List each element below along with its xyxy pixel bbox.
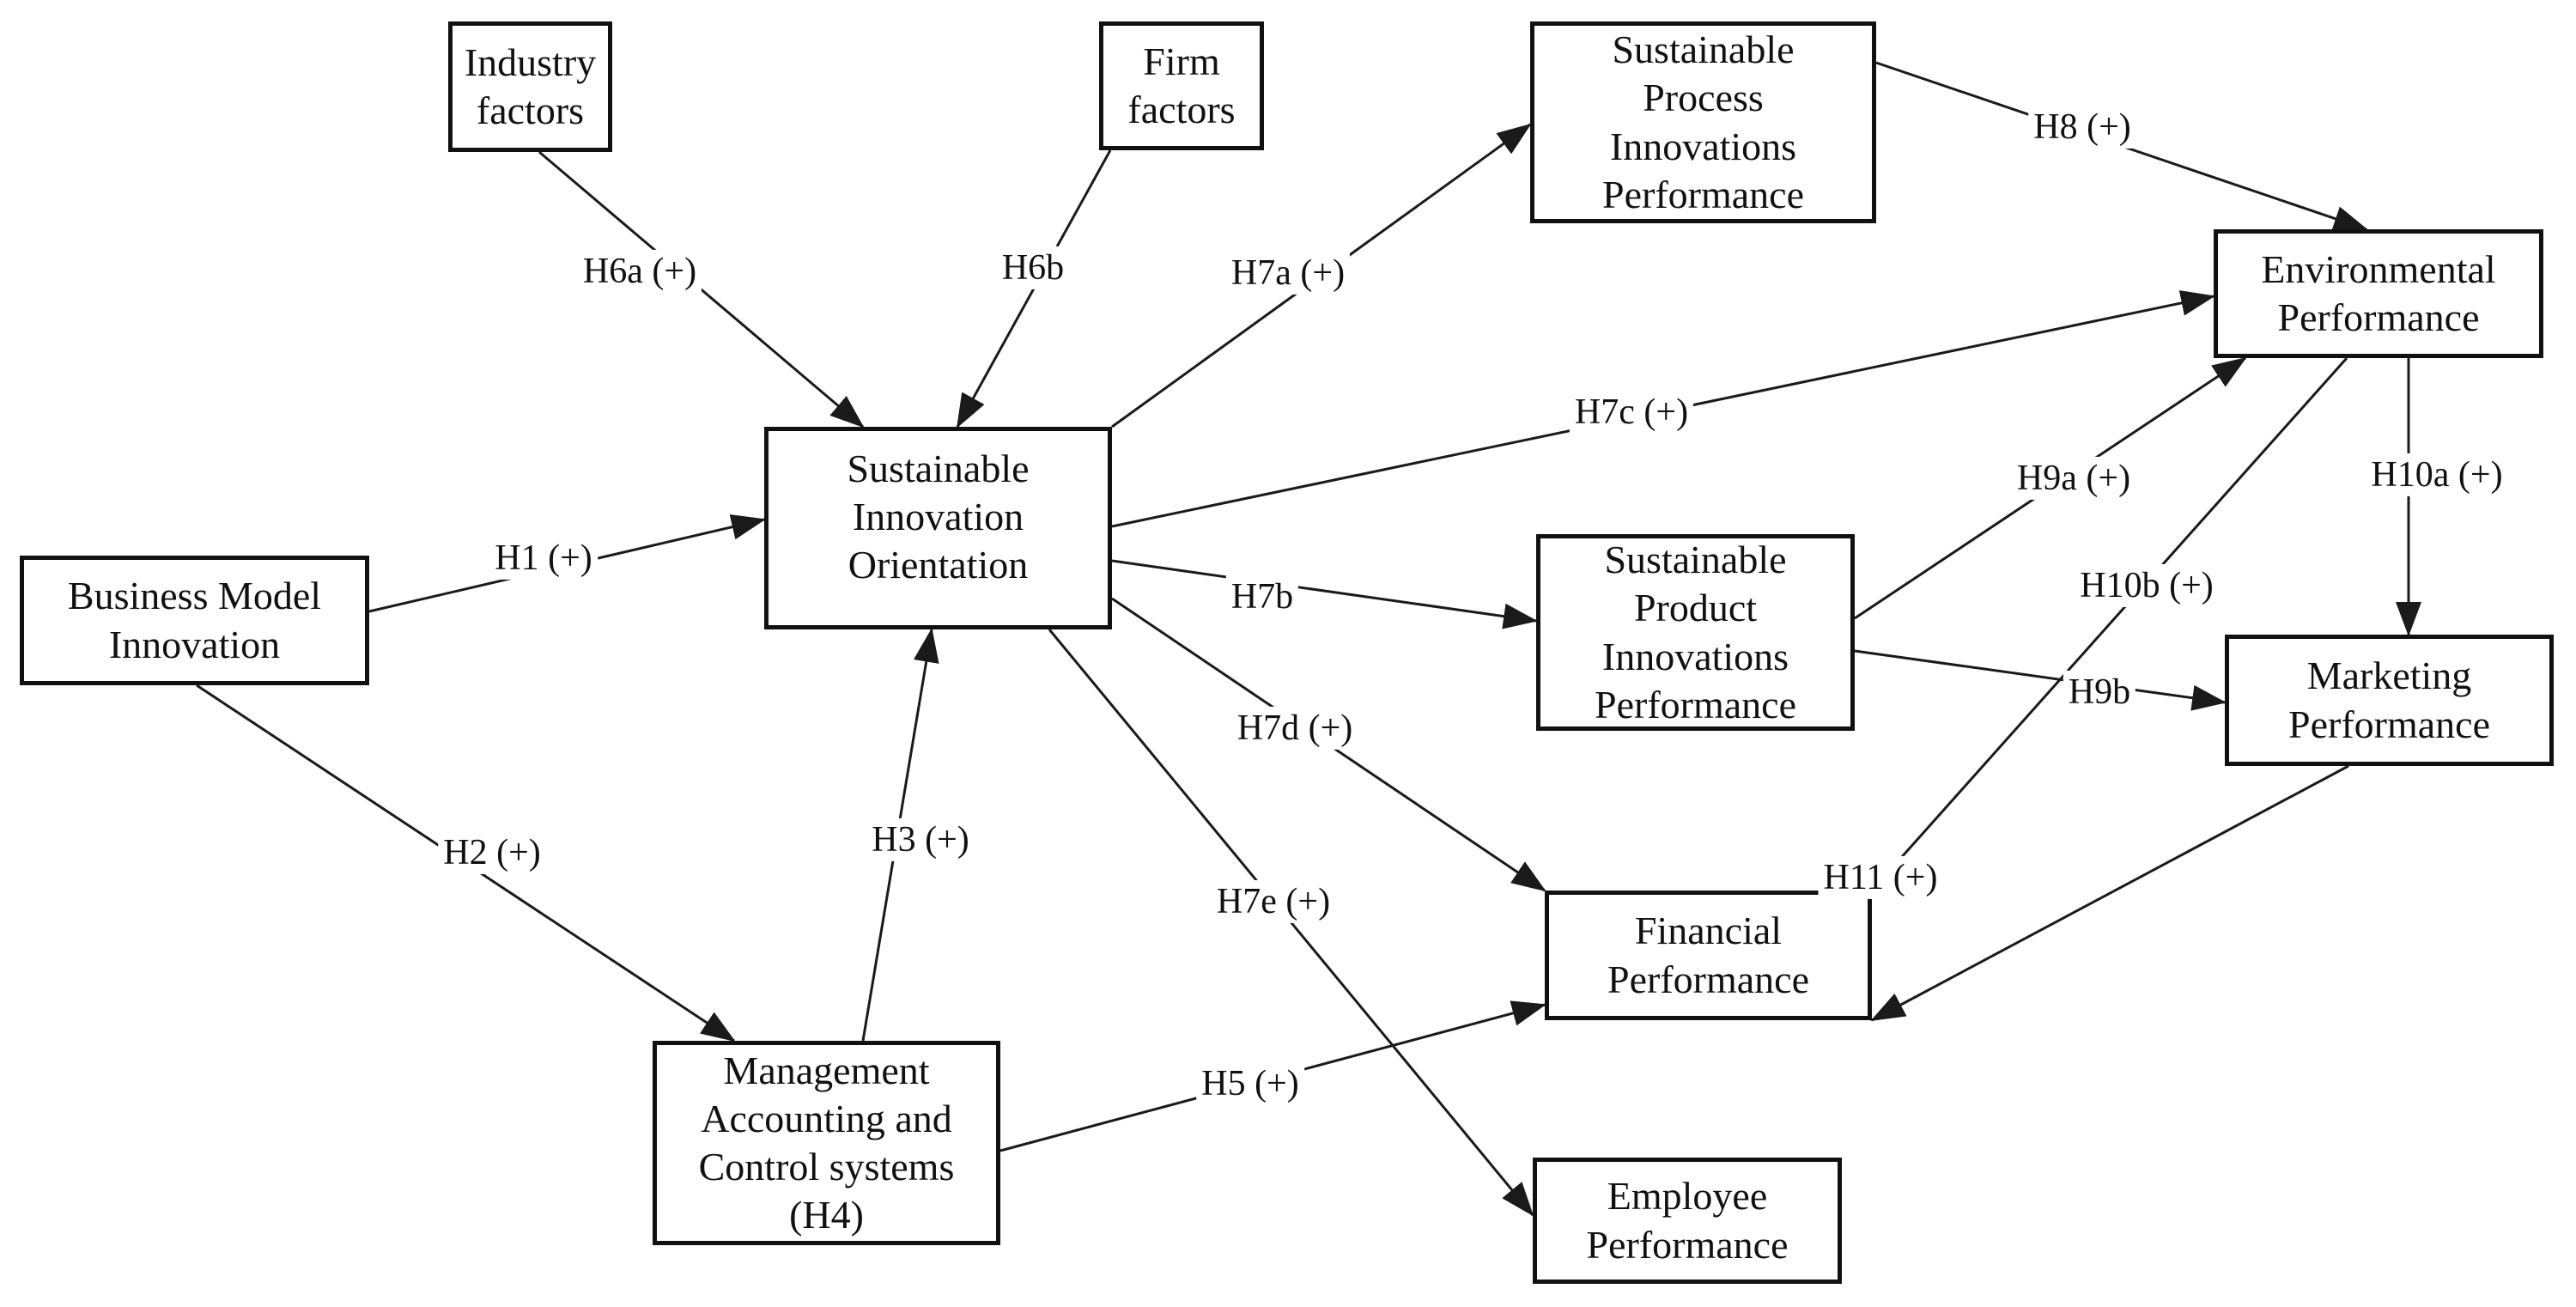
edge-label-h10a: H10a (+): [2366, 453, 2508, 497]
node-management-accounting-and-control-systems: Management Accounting and Control system…: [653, 1041, 1000, 1245]
edge-label-h3: H3 (+): [866, 818, 975, 862]
node-sustainable-process-innovations-performance: Sustainable Process Innovations Performa…: [1530, 21, 1876, 223]
edge-h10b-arrow: [1870, 357, 2348, 892]
edge-label-h7c: H7c (+): [1569, 390, 1694, 435]
edge-h11-arrow: [1870, 764, 2349, 1022]
edge-label-h9b: H9b: [2063, 670, 2136, 714]
node-label-firm-factors: Firm factors: [1127, 39, 1236, 131]
edge-label-h5: H5 (+): [1196, 1061, 1304, 1106]
edge-h9b-arrow: [1854, 649, 2227, 711]
edge-label-h10b: H10b (+): [2075, 563, 2219, 608]
edge-label-h6b: H6b: [996, 246, 1070, 290]
node-firm-factors: Firm factors: [1099, 21, 1264, 150]
edge-label-h7e: H7e (+): [1211, 879, 1336, 924]
node-environmental-performance: Environmental Performance: [2214, 229, 2543, 358]
node-employee-performance: Employee Performance: [1533, 1158, 1842, 1284]
edge-label-h8: H8 (+): [2028, 105, 2136, 149]
node-sustainable-product-innovations-performance: Sustainable Product Innovations Performa…: [1536, 534, 1855, 731]
edge-label-h6a: H6a (+): [577, 249, 702, 294]
edge-label-h7b: H7b: [1225, 574, 1299, 619]
edge-label-h11: H11 (+): [1818, 855, 1943, 900]
node-label-industry-factors: Industry factors: [464, 40, 597, 132]
node-label-business-model-innovation: Business Model Innovation: [67, 574, 322, 666]
edge-label-h2: H2 (+): [438, 830, 546, 875]
node-business-model-innovation: Business Model Innovation: [20, 556, 369, 685]
node-label-sustainable-innovation-orientation: Sustainable Innovation Orientation: [847, 447, 1030, 587]
edge-label-h7a: H7a (+): [1225, 251, 1351, 295]
node-label-management-accounting-and-control-systems: Management Accounting and Control system…: [698, 1048, 955, 1237]
node-label-financial-performance: Financial Performance: [1607, 909, 1809, 1001]
node-label-marketing-performance: Marketing Performance: [2288, 654, 2490, 746]
edge-label-h7d: H7d (+): [1231, 706, 1358, 751]
node-marketing-performance: Marketing Performance: [2225, 635, 2554, 766]
edge-label-h9a: H9a (+): [2011, 456, 2136, 501]
node-financial-performance: Financial Performance: [1545, 891, 1872, 1020]
node-label-sustainable-product-innovations-performance: Sustainable Product Innovations Performa…: [1595, 538, 1796, 726]
edge-label-h1: H1 (+): [489, 536, 598, 581]
node-label-environmental-performance: Environmental Performance: [2261, 246, 2496, 339]
node-label-sustainable-process-innovations-performance: Sustainable Process Innovations Performa…: [1602, 27, 1804, 216]
edge-h7b-arrow: [1111, 559, 1538, 629]
node-industry-factors: Industry factors: [448, 21, 612, 152]
node-label-employee-performance: Employee Performance: [1586, 1174, 1789, 1267]
node-sustainable-innovation-orientation: Sustainable Innovation Orientation: [764, 427, 1112, 629]
